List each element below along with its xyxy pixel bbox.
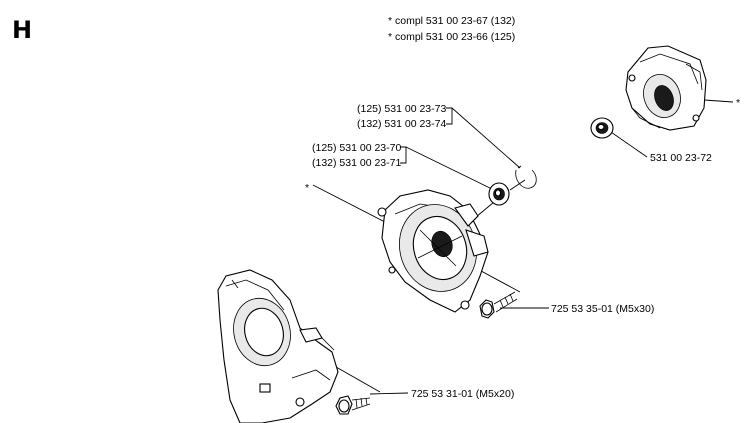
part-label-bearing-right: 531 00 23-72: [650, 152, 712, 164]
part-label-bearing-125: (125) 531 00 23-70: [312, 142, 402, 154]
asterisk-left: *: [305, 182, 310, 194]
bearing-left: [488, 182, 510, 206]
part-label-bearing-132: (132) 531 00 23-71: [312, 157, 402, 169]
part-label-circlip-132: (132) 531 00 23-74: [357, 118, 447, 130]
note-compl-132: * compl 531 00 23-67 (132): [388, 15, 516, 27]
circlip: [515, 165, 537, 189]
screw-m5x30: [479, 291, 518, 319]
note-compl-125: * compl 531 00 23-66 (125): [388, 31, 516, 43]
asterisk-right: *: [736, 97, 741, 109]
cover-shroud: [217, 269, 339, 423]
crankcase-half-left: [377, 189, 489, 313]
part-label-screw-m5x20: 725 53 31-01 (M5x20): [411, 388, 515, 400]
part-label-screw-m5x30: 725 53 35-01 (M5x30): [551, 303, 655, 315]
section-letter: H: [12, 16, 33, 44]
part-label-circlip-125: (125) 531 00 23-73: [357, 103, 447, 115]
bearing-right: [590, 117, 614, 139]
screw-m5x20: [335, 395, 371, 415]
crankcase-half-right: [625, 45, 707, 131]
